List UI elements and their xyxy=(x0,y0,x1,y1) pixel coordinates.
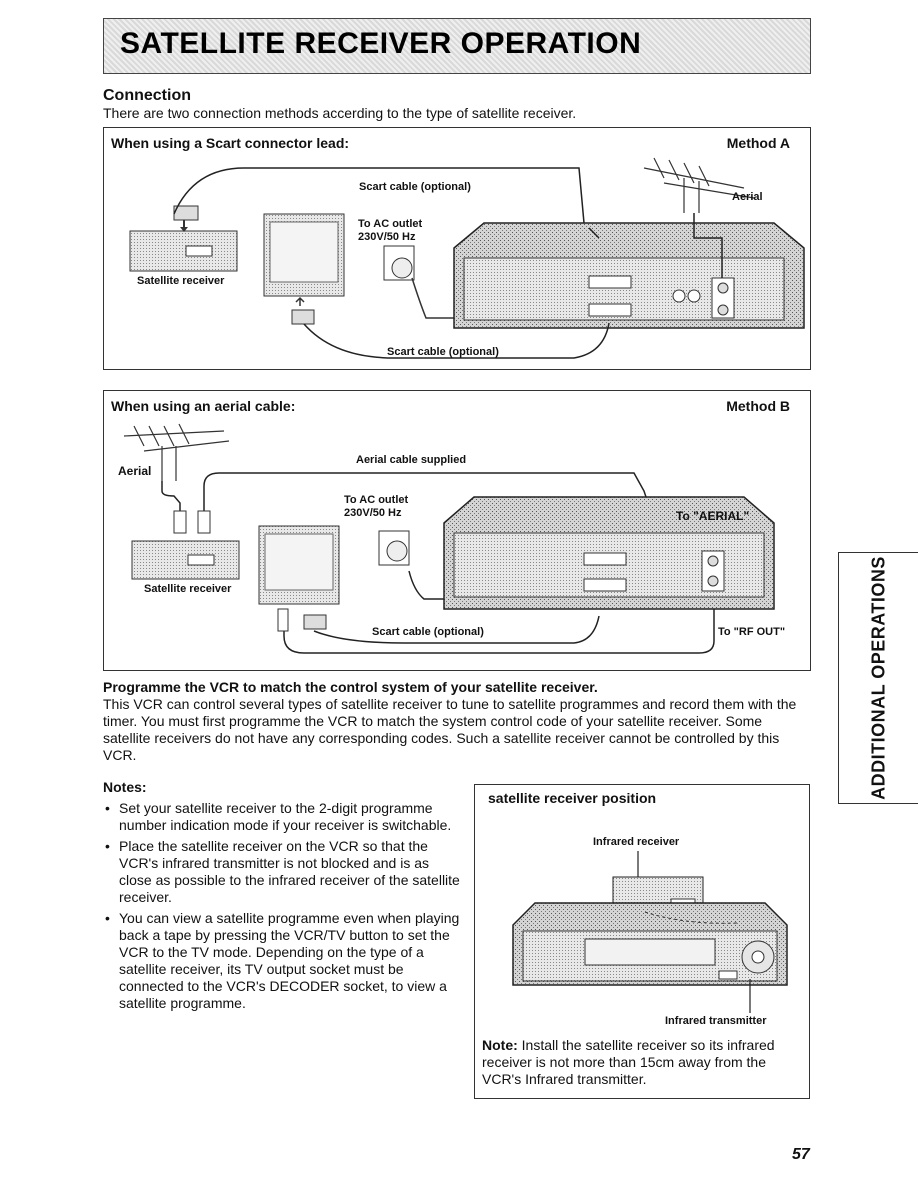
method-b-header: When using an aerial cable: xyxy=(111,398,296,414)
aerial-antenna-icon xyxy=(643,157,755,213)
infrared-transmitter-label: Infrared transmitter xyxy=(665,1015,767,1027)
ac-outlet-b-label-2: 230V/50 Hz xyxy=(344,507,402,519)
notes-list: Set your satellite receiver to the 2-dig… xyxy=(103,800,463,1016)
tv-icon xyxy=(263,213,345,325)
method-a-box: When using a Scart connector lead: Metho… xyxy=(103,127,811,370)
position-note: Note: Install the satellite receiver so … xyxy=(482,1037,802,1088)
page-number: 57 xyxy=(792,1146,810,1163)
scart-cable-b-label: Scart cable (optional) xyxy=(372,626,484,638)
infrared-receiver-label: Infrared receiver xyxy=(593,836,680,848)
to-aerial-label: To "AERIAL" xyxy=(676,509,750,523)
method-a-label: Method A xyxy=(726,135,790,151)
position-note-label: Note: xyxy=(482,1037,518,1053)
aerial-a-label: Aerial xyxy=(732,191,763,203)
ac-outlet-icon xyxy=(383,245,454,319)
satellite-receiver-a-label: Satellite receiver xyxy=(137,275,225,287)
ac-outlet-a-label-1: To AC outlet xyxy=(358,218,423,230)
connection-heading: Connection xyxy=(103,87,191,104)
title-banner: SATELLITE RECEIVER OPERATION xyxy=(103,18,811,74)
programme-heading: Programme the VCR to match the control s… xyxy=(103,679,598,695)
aerial-b-label: Aerial xyxy=(118,464,152,478)
position-note-text: Install the satellite receiver so its in… xyxy=(482,1037,775,1087)
note-item: Place the satellite receiver on the VCR … xyxy=(103,838,463,906)
method-a-diagram xyxy=(129,157,805,359)
ac-outlet-a-label-2: 230V/50 Hz xyxy=(358,231,416,243)
vcr-rear-panel-icon xyxy=(453,222,805,329)
programme-text: This VCR can control several types of sa… xyxy=(103,696,797,763)
satellite-receiver-b-label: Satellite receiver xyxy=(144,583,232,595)
tv-icon xyxy=(258,525,340,632)
cable-lines xyxy=(173,167,723,359)
aerial-plug-icon xyxy=(173,510,211,534)
scart-plug-icon xyxy=(173,205,199,232)
side-tab: ADDITIONAL OPERATIONS xyxy=(838,552,918,804)
aerial-antenna-icon xyxy=(123,423,230,481)
scart-cable-bottom-label: Scart cable (optional) xyxy=(387,346,499,358)
connection-intro: There are two connection methods accerdi… xyxy=(103,105,577,121)
position-box: satellite receiver position Infrared rec… xyxy=(474,784,810,1099)
vcr-rear-panel-icon xyxy=(443,496,775,610)
ac-outlet-b-label-1: To AC outlet xyxy=(344,494,409,506)
method-b-box: When using an aerial cable: Method B xyxy=(103,390,811,671)
position-box-header: satellite receiver position xyxy=(488,790,657,806)
to-rf-out-label: To "RF OUT" xyxy=(718,626,786,638)
method-a-header: When using a Scart connector lead: xyxy=(111,135,350,151)
notes-heading: Notes: xyxy=(103,779,147,795)
satellite-receiver-icon xyxy=(129,230,238,272)
side-tab-label: ADDITIONAL OPERATIONS xyxy=(868,556,889,800)
method-b-label: Method B xyxy=(726,398,790,414)
method-b-diagram xyxy=(123,423,775,654)
ac-outlet-icon xyxy=(378,530,410,566)
note-item: Set your satellite receiver to the 2-dig… xyxy=(103,800,463,834)
page-title: SATELLITE RECEIVER OPERATION xyxy=(120,27,642,60)
note-item: You can view a satellite programme even … xyxy=(103,910,463,1012)
scart-cable-top-label: Scart cable (optional) xyxy=(359,181,471,193)
vcr-front-diagram xyxy=(512,851,788,1013)
satellite-receiver-icon xyxy=(131,540,240,580)
vcr-front-icon xyxy=(512,902,788,986)
aerial-cable-supplied-label: Aerial cable supplied xyxy=(356,454,467,466)
